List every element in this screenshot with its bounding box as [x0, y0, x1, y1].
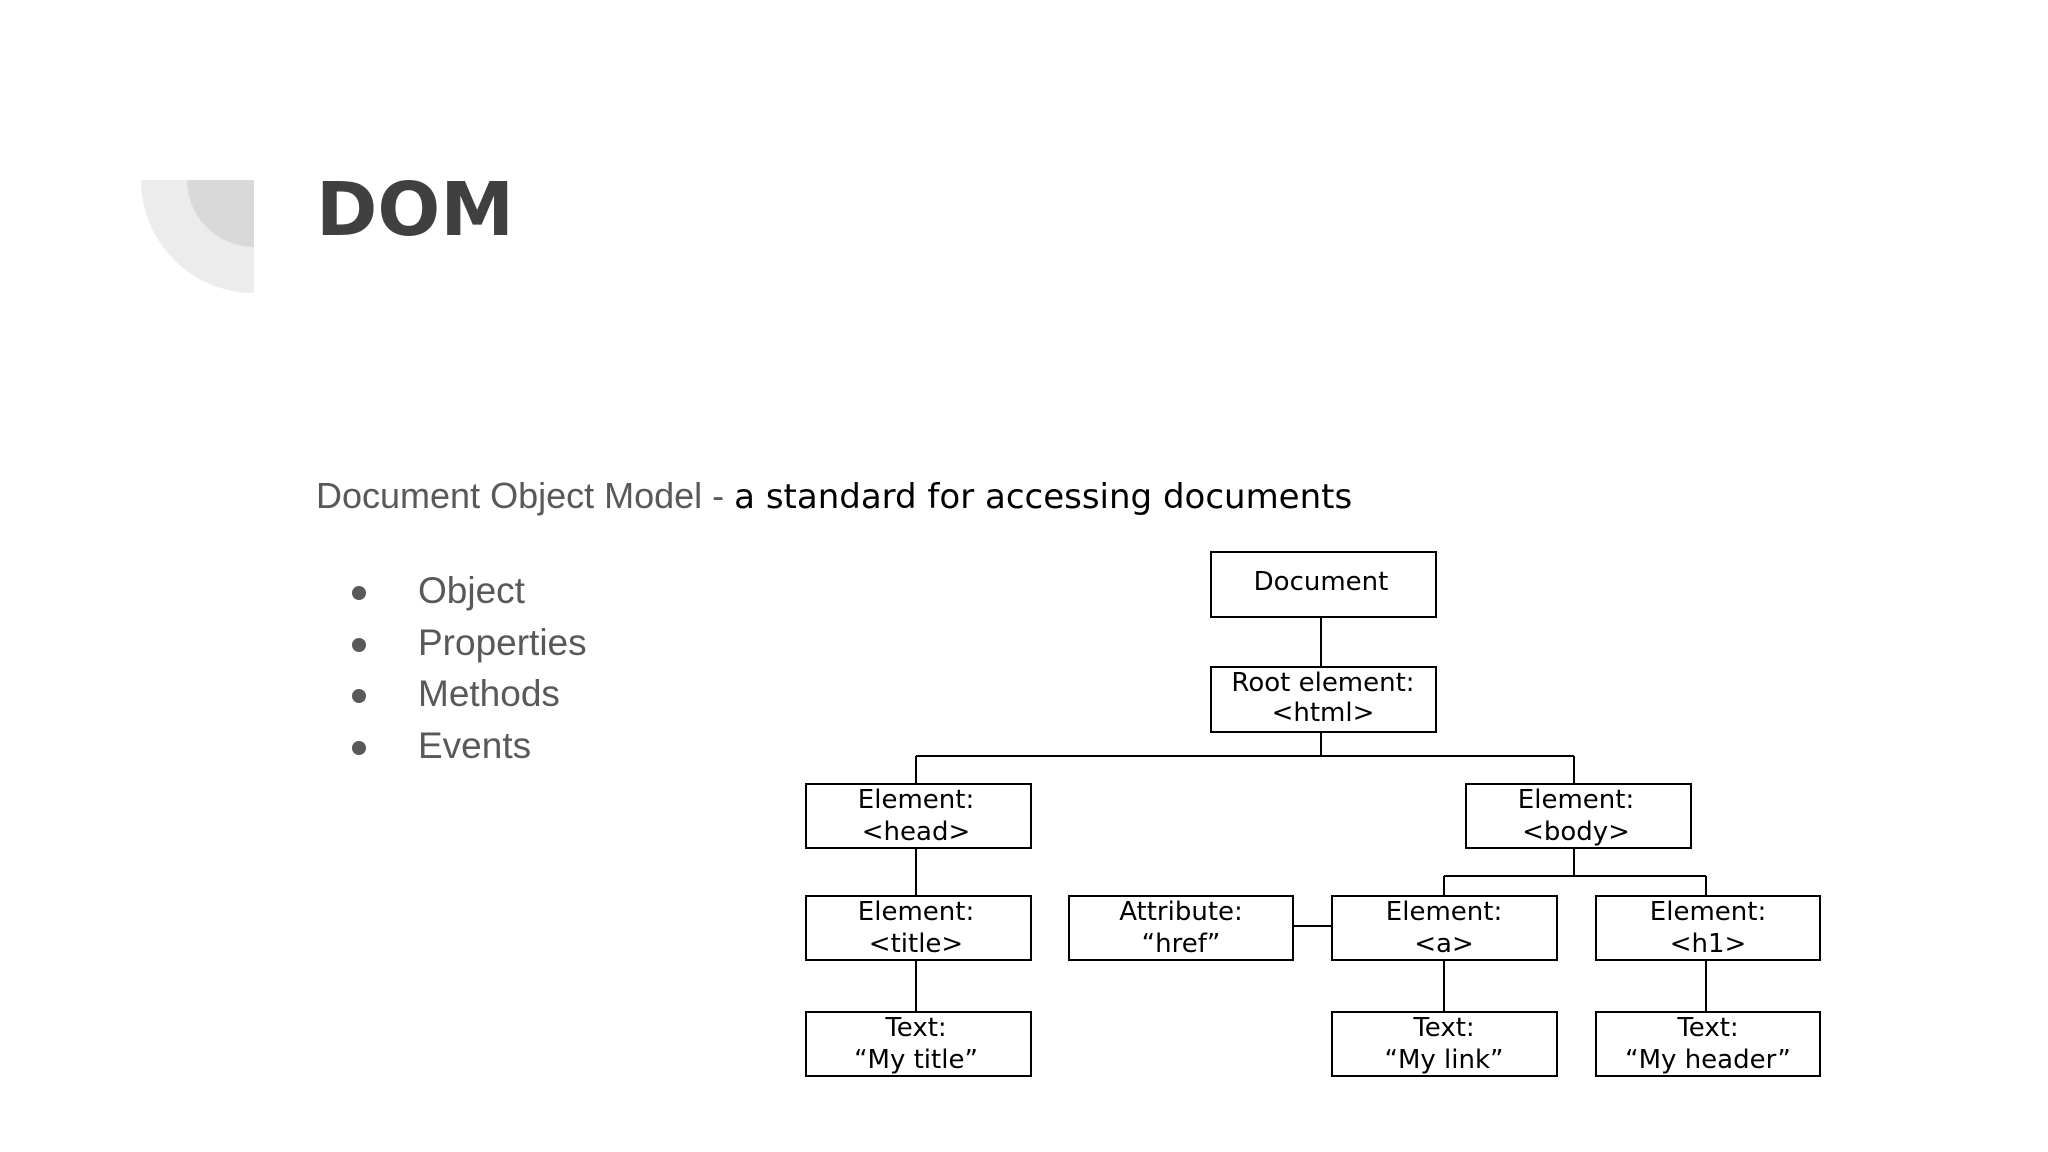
node-a-element: Element: <a>	[1331, 895, 1558, 961]
node-text-title-label-2: “My title”	[854, 1045, 978, 1075]
node-a-label-1: Element:	[1386, 897, 1502, 927]
bullet-item: Object	[340, 565, 587, 617]
bullet-dot-icon	[352, 586, 366, 600]
node-title-label-2: <title>	[869, 929, 963, 959]
node-head-label-1: Element:	[858, 785, 974, 815]
node-text-link: Text: “My link”	[1331, 1011, 1558, 1077]
bullet-text: Events	[418, 724, 532, 766]
subtitle-term: Document Object Model -	[316, 475, 735, 516]
node-text-header-label-2: “My header”	[1625, 1045, 1791, 1075]
node-head-label-2: <head>	[862, 817, 970, 847]
node-root-element: Root element: <html>	[1210, 666, 1437, 733]
subtitle-definition: a standard for accessing documents	[734, 477, 1353, 517]
slide-title: DOM	[316, 167, 514, 253]
bullet-item: Methods	[340, 668, 587, 720]
node-text-title-label-1: Text:	[884, 1013, 946, 1043]
bullet-dot-icon	[352, 637, 366, 652]
node-text-link-label-1: Text:	[1412, 1013, 1474, 1043]
bullet-text: Object	[418, 570, 525, 611]
corner-decoration	[141, 180, 254, 293]
node-body-element: Element: <body>	[1465, 783, 1692, 849]
bullet-dot-icon	[352, 740, 366, 755]
node-h1-element: Element: <h1>	[1595, 895, 1821, 961]
bullet-item: Properties	[340, 617, 587, 669]
node-text-title: Text: “My title”	[805, 1011, 1032, 1077]
node-document: Document	[1210, 551, 1437, 618]
node-head-element: Element: <head>	[805, 783, 1032, 849]
node-title-label-1: Element:	[858, 897, 974, 927]
node-href-attribute: Attribute: “href”	[1068, 895, 1294, 961]
node-root-label-2: <html>	[1272, 698, 1375, 728]
node-attr-label-2: “href”	[1142, 929, 1221, 959]
node-attr-label-1: Attribute:	[1119, 897, 1243, 927]
tree-connectors	[915, 617, 1707, 1012]
bullet-dot-icon	[352, 689, 366, 703]
node-text-header-label-1: Text:	[1676, 1013, 1738, 1043]
node-a-label-2: <a>	[1414, 929, 1474, 959]
node-h1-label-2: <h1>	[1670, 929, 1747, 959]
bullet-text: Properties	[418, 621, 587, 663]
node-h1-label-1: Element:	[1650, 897, 1766, 927]
node-root-label-1: Root element:	[1231, 668, 1414, 698]
node-body-label-2: <body>	[1522, 817, 1630, 847]
node-text-header: Text: “My header”	[1595, 1011, 1821, 1077]
bullet-item: Events	[340, 720, 587, 772]
node-body-label-1: Element:	[1518, 785, 1634, 815]
slide-subtitle: Document Object Model - a standard for a…	[316, 472, 1352, 521]
bullet-list: Object Properties Methods Events	[340, 565, 587, 771]
bullet-text: Methods	[418, 673, 560, 714]
node-text-link-label-2: “My link”	[1384, 1045, 1503, 1075]
node-document-label: Document	[1254, 567, 1389, 597]
node-title-element: Element: <title>	[805, 895, 1032, 961]
